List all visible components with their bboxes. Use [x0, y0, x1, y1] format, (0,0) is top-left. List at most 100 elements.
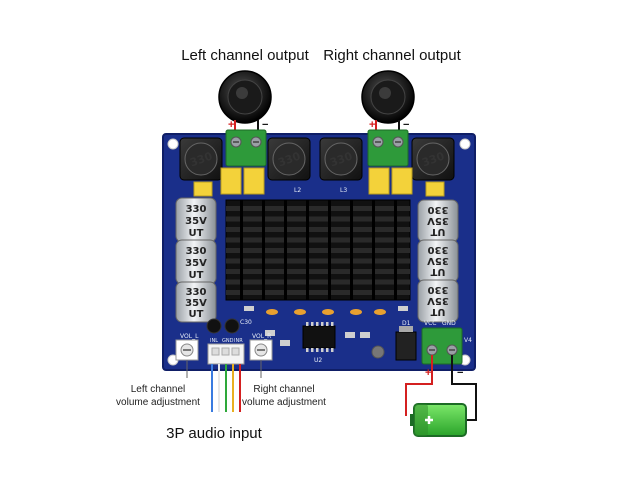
electrolytic-capacitors-left: 330 35V UT 330 35V UT 330 35V UT — [175, 197, 217, 323]
cap-r1-voltage: 35V — [427, 215, 449, 226]
cap-l2-series: UT — [189, 270, 204, 281]
capacitor-left-3: 330 35V UT — [175, 281, 217, 323]
heatsink-fin — [226, 237, 410, 243]
cap-l3-value: 330 — [186, 287, 207, 298]
cap-r2-value: 330 — [428, 244, 449, 255]
input-capacitors — [206, 318, 240, 334]
heatsink-slot — [372, 200, 375, 300]
right-out-plus: + — [369, 119, 375, 131]
audio-input-connector[interactable] — [207, 343, 245, 365]
silk-inl: INL — [210, 338, 218, 344]
heatsink — [225, 199, 411, 301]
power-terminal[interactable] — [421, 327, 463, 365]
cap-l2-voltage: 35V — [185, 258, 207, 269]
power-minus: − — [457, 367, 463, 379]
cap-l3-voltage: 35V — [185, 298, 207, 309]
ic-pin — [316, 348, 319, 352]
silk-l2: L2 — [294, 187, 301, 194]
heatsink-slot — [284, 200, 287, 300]
capacitor-left-2: 330 35V UT — [175, 239, 217, 285]
cap-r3-value: 330 — [428, 284, 449, 295]
cap-r3-series: UT — [430, 306, 445, 317]
cap-r3-voltage: 35V — [427, 295, 449, 306]
left-output-label: Left channel output — [181, 47, 309, 64]
heatsink-slot — [394, 200, 397, 300]
misc-parts — [265, 326, 417, 361]
heatsink-fin — [226, 248, 410, 253]
silk-l3: L3 — [340, 187, 347, 194]
heatsink-fin — [226, 216, 410, 222]
left-out-minus: − — [262, 119, 268, 131]
heatsink-slot — [328, 200, 331, 300]
power-plus: + — [425, 367, 431, 379]
right-speaker — [361, 70, 415, 124]
silk-vol-r: VOL_R — [252, 333, 271, 340]
silk-v4: V4 — [464, 337, 472, 344]
right-output-terminal[interactable] — [367, 129, 409, 167]
silk-vcc: VCC — [424, 320, 436, 327]
audio-input-label: 3P audio input — [166, 425, 262, 442]
smd-components — [244, 306, 408, 315]
left-out-plus: + — [228, 119, 234, 131]
inductor-l3: 330 — [319, 137, 363, 181]
ic-pin — [331, 348, 334, 352]
electrolytic-capacitors-right: UT 35V 330 UT 35V 330 UT 35V 330 — [417, 199, 459, 323]
capacitor-right-1: UT 35V 330 — [417, 199, 459, 243]
ic-pin — [316, 322, 319, 326]
ic-pin — [306, 322, 309, 326]
heatsink-fin — [226, 227, 410, 232]
heatsink-slot — [240, 200, 243, 300]
right-volume-label-2: volume adjustment — [242, 397, 326, 408]
mounting-holes — [167, 138, 471, 366]
heatsink-fin — [226, 258, 410, 264]
ic-u2 — [302, 322, 336, 352]
cap-r1-series: UT — [430, 226, 445, 237]
ic-pin — [311, 322, 314, 326]
heatsink-fin — [226, 290, 410, 295]
heatsink-fin — [226, 279, 410, 285]
cap-r2-voltage: 35V — [427, 255, 449, 266]
audio-input-wires — [211, 364, 241, 412]
ic-pin — [326, 322, 329, 326]
heatsink-slot — [350, 200, 353, 300]
cap-l1-value: 330 — [186, 204, 207, 215]
silk-vol-l: VOL_L — [180, 333, 199, 340]
inductor-l1: 330 — [179, 137, 223, 181]
battery-icon — [410, 403, 467, 437]
ic-pin — [321, 348, 324, 352]
silk-gnd2: GND — [442, 320, 456, 327]
right-output-label: Right channel output — [323, 47, 461, 64]
capacitor-left-1: 330 35V UT — [175, 197, 217, 243]
inductor-l4: 330 — [411, 137, 455, 181]
capacitor-right-3: UT 35V 330 — [417, 279, 459, 323]
left-volume-label-2: volume adjustment — [116, 397, 200, 408]
cap-r1-value: 330 — [428, 204, 449, 215]
ic-pin — [326, 348, 329, 352]
ic-pin — [331, 322, 334, 326]
silk-c30: C30 — [240, 319, 252, 326]
left-output-terminal[interactable] — [225, 129, 267, 167]
cap-l2-value: 330 — [186, 246, 207, 257]
power-wires — [405, 355, 477, 421]
heatsink-fin — [226, 206, 410, 211]
left-volume-pot[interactable] — [175, 339, 199, 361]
silk-u2: U2 — [314, 357, 322, 364]
silk-inr: INR — [234, 338, 243, 344]
right-out-minus: − — [403, 119, 409, 131]
ic-pin — [311, 348, 314, 352]
left-speaker — [218, 70, 272, 124]
heatsink-slot — [262, 200, 265, 300]
left-volume-label-1: Left channel — [131, 384, 186, 395]
ic-pin — [306, 348, 309, 352]
cap-l1-voltage: 35V — [185, 216, 207, 227]
cap-l1-series: UT — [189, 228, 204, 239]
inductor-l2: 330 — [267, 137, 311, 181]
silk-d1: D1 — [402, 320, 411, 327]
right-volume-pot[interactable] — [249, 339, 273, 361]
right-volume-label-1: Right channel — [253, 384, 314, 395]
heatsink-slot — [306, 200, 309, 300]
capacitor-right-2: UT 35V 330 — [417, 239, 459, 283]
cap-l3-series: UT — [189, 309, 204, 320]
ic-pin — [321, 322, 324, 326]
